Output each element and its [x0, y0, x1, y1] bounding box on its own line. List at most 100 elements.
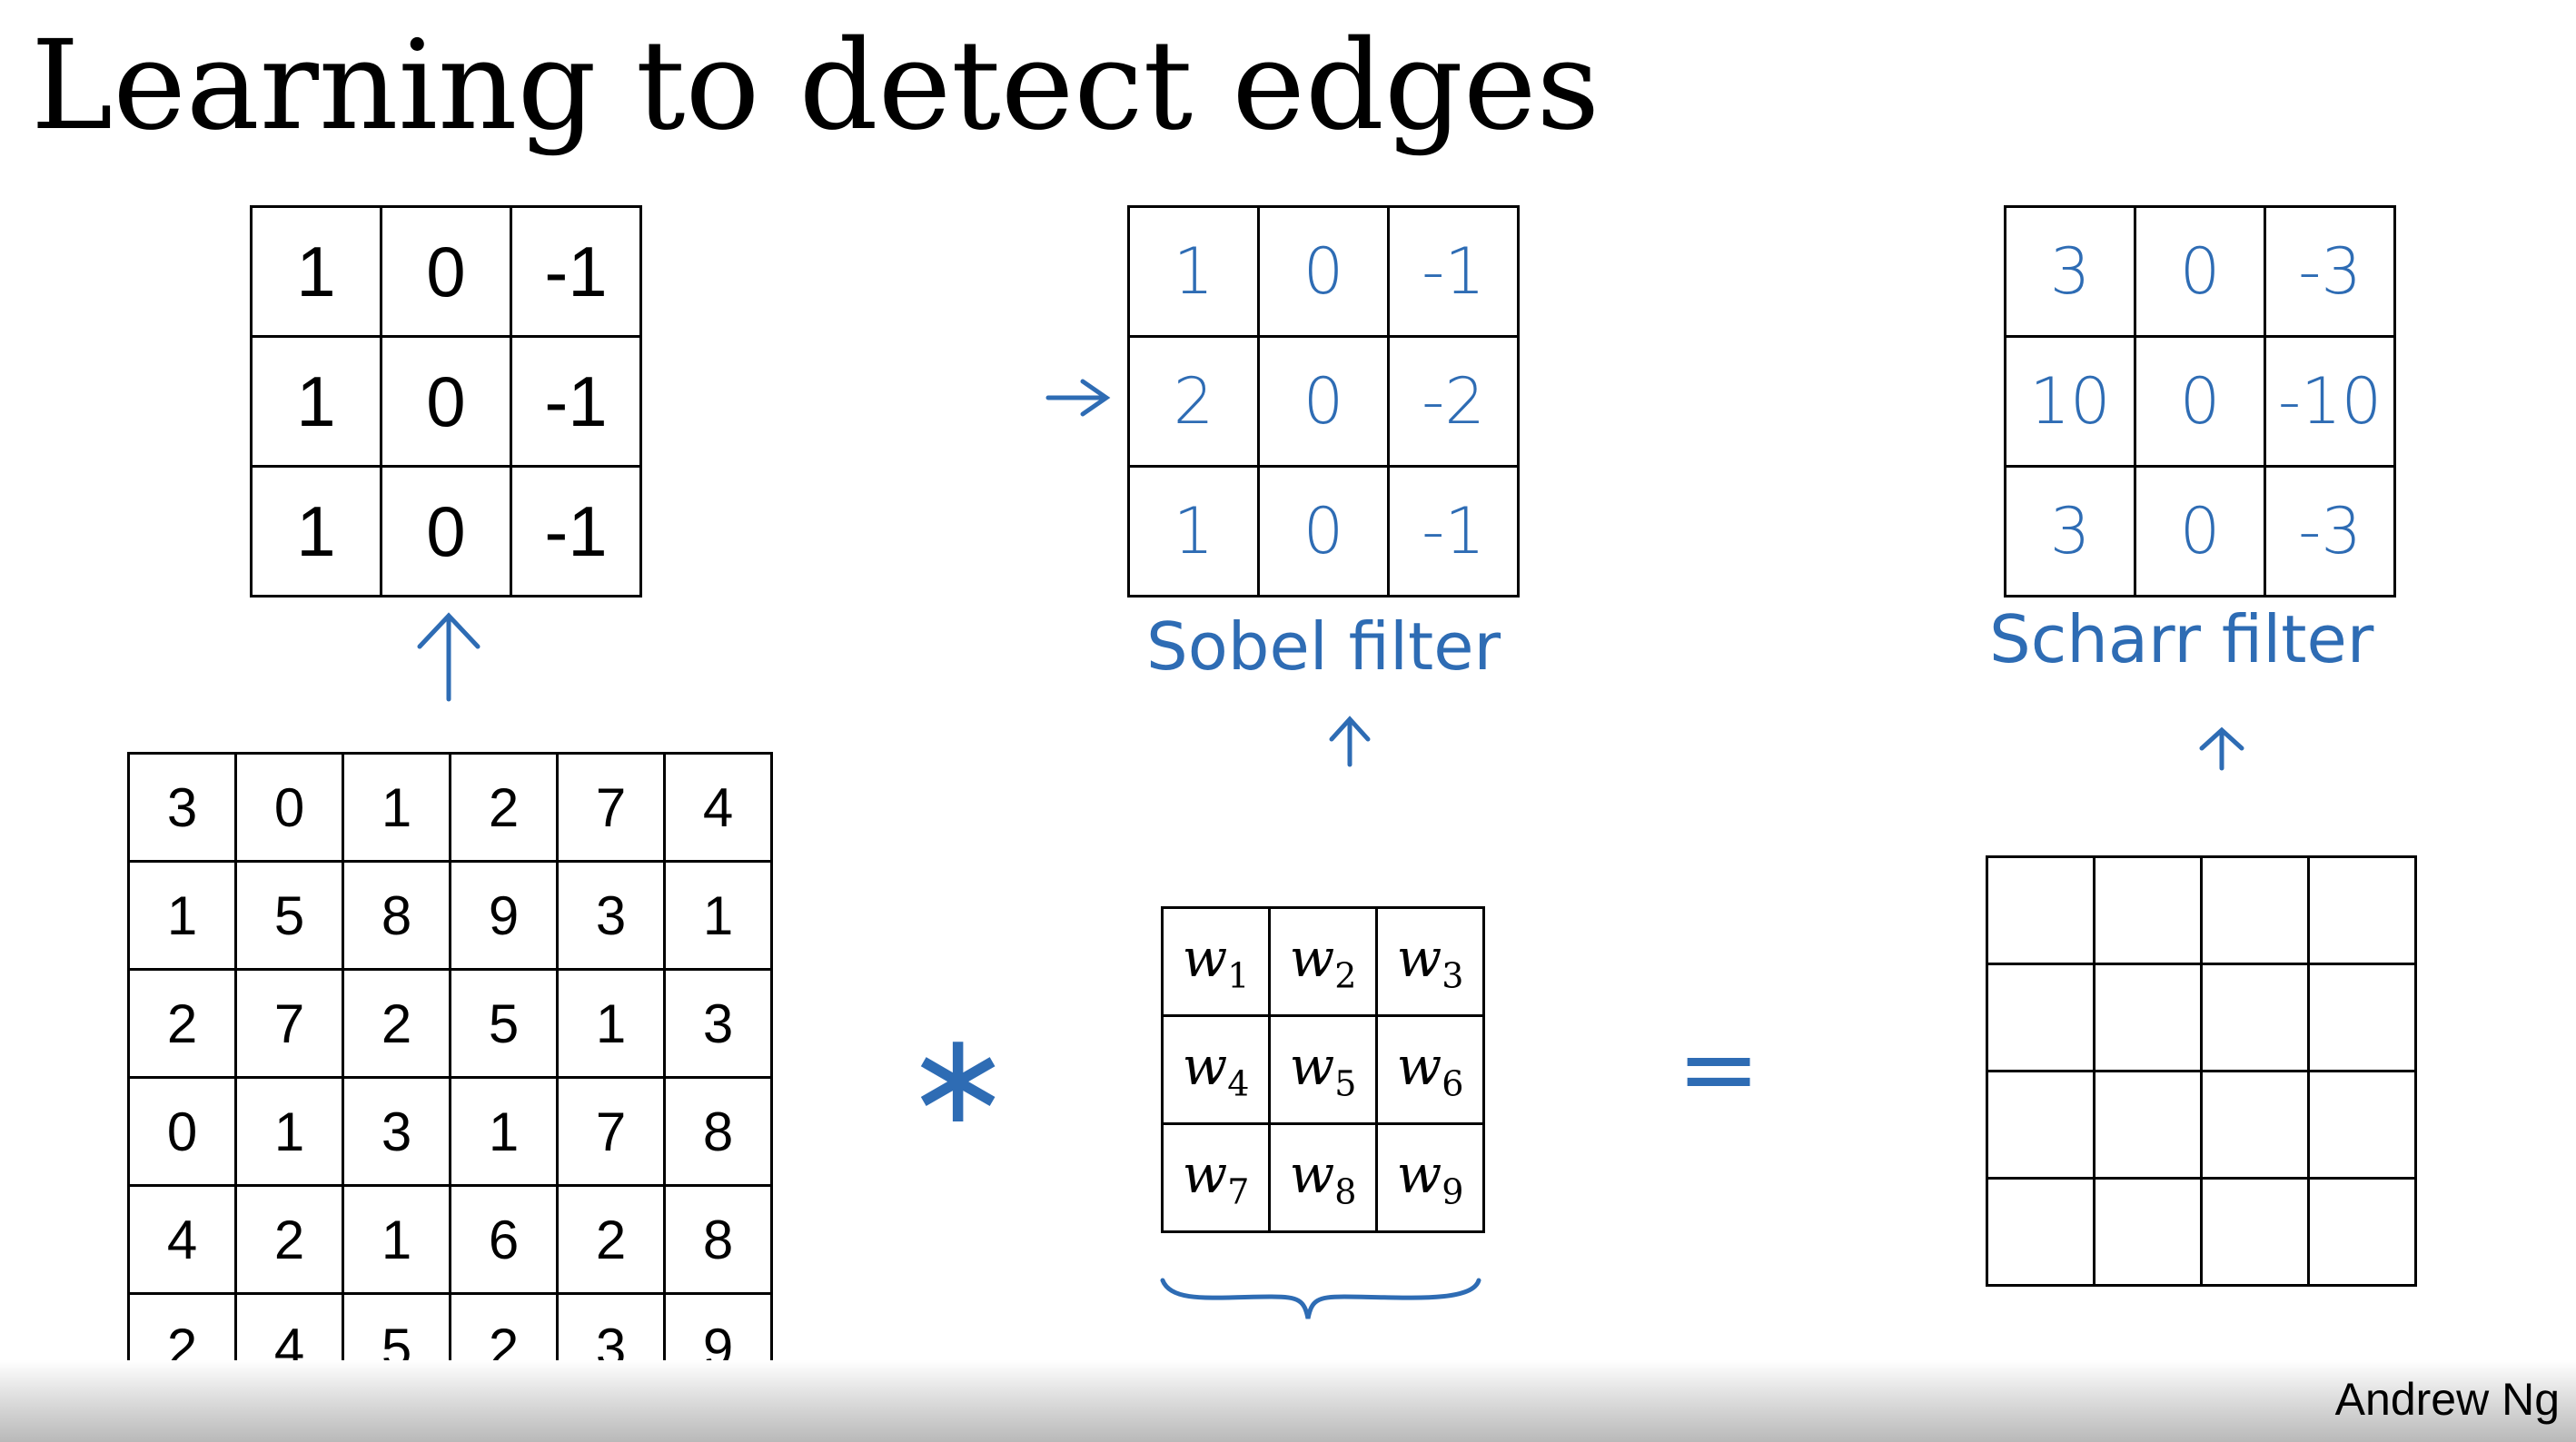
output-cell [2307, 963, 2417, 1072]
pixel-cell: 5 [449, 968, 559, 1079]
pixel-cell: 5 [234, 860, 344, 971]
author-name: Andrew Ng [2334, 1374, 2560, 1425]
output-cell [1986, 855, 2095, 965]
weight-cell: w1 [1161, 906, 1271, 1017]
scharr-cell: 3 [2004, 205, 2136, 338]
output-cell [2093, 963, 2203, 1072]
filter-cell: -1 [510, 465, 642, 598]
filter-cell: 0 [380, 465, 512, 598]
sobel-filter: 1 0 -1 2 0 -2 1 0 -1 [1127, 205, 1520, 598]
pixel-cell: 8 [342, 860, 451, 971]
output-grid [1986, 855, 2417, 1287]
pixel-cell: 2 [342, 968, 451, 1079]
output-cell [2307, 1070, 2417, 1180]
sobel-cell: 0 [1257, 205, 1390, 338]
scharr-cell: 0 [2134, 335, 2266, 468]
pixel-cell: 3 [556, 860, 666, 971]
output-cell [2200, 1070, 2310, 1180]
weight-cell: w5 [1268, 1014, 1378, 1125]
output-cell [1986, 963, 2095, 1072]
right-arrow-icon [1045, 379, 1111, 417]
sobel-cell: 1 [1127, 205, 1260, 338]
scharr-cell: 10 [2004, 335, 2136, 468]
pixel-cell: 0 [234, 752, 344, 863]
output-cell [2307, 1177, 2417, 1287]
sobel-cell: 2 [1127, 335, 1260, 468]
scharr-cell: -3 [2264, 465, 2396, 598]
pixel-cell: 9 [449, 860, 559, 971]
output-cell [2307, 855, 2417, 965]
scharr-cell: -10 [2264, 335, 2396, 468]
output-cell [2200, 1177, 2310, 1287]
output-cell [2093, 1177, 2203, 1287]
slide-title: Learning to detect edges [31, 15, 1600, 158]
pixel-cell: 0 [127, 1076, 237, 1187]
pixel-cell: 2 [234, 1184, 344, 1295]
filter-cell: 0 [380, 335, 512, 468]
pixel-cell: 8 [663, 1076, 773, 1187]
pixel-cell: 1 [342, 1184, 451, 1295]
output-cell [1986, 1177, 2095, 1287]
output-cell [2200, 855, 2310, 965]
up-arrow-icon [2199, 726, 2244, 771]
pixel-cell: 2 [127, 968, 237, 1079]
pixel-cell: 4 [127, 1184, 237, 1295]
sobel-cell: 0 [1257, 465, 1390, 598]
pixel-cell: 7 [556, 1076, 666, 1187]
up-arrow-icon [417, 612, 481, 702]
pixel-cell: 1 [663, 860, 773, 971]
filter-cell: 1 [250, 205, 382, 338]
pixel-cell: 1 [449, 1076, 559, 1187]
output-cell [2093, 855, 2203, 965]
pixel-cell: 2 [449, 752, 559, 863]
brace-icon [1160, 1278, 1481, 1319]
vertical-edge-filter: 1 0 -1 1 0 -1 1 0 -1 [250, 205, 642, 598]
filter-cell: -1 [510, 205, 642, 338]
sobel-cell: 1 [1127, 465, 1260, 598]
pixel-cell: 6 [449, 1184, 559, 1295]
pixel-cell: 7 [234, 968, 344, 1079]
pixel-cell: 3 [127, 752, 237, 863]
up-arrow-icon [1329, 716, 1371, 767]
weight-cell: w6 [1375, 1014, 1485, 1125]
pixel-cell: 1 [127, 860, 237, 971]
sobel-label: Sobel filter [1146, 608, 1501, 685]
output-cell [2200, 963, 2310, 1072]
convolution-operator: ∗ [905, 1004, 1012, 1152]
filter-cell: 1 [250, 335, 382, 468]
footer-bar [0, 1360, 2576, 1442]
scharr-cell: -3 [2264, 205, 2396, 338]
weight-cell: w4 [1161, 1014, 1271, 1125]
filter-cell: 1 [250, 465, 382, 598]
pixel-cell: 1 [234, 1076, 344, 1187]
pixel-cell: 3 [342, 1076, 451, 1187]
scharr-label: Scharr filter [1989, 601, 2374, 677]
pixel-cell: 3 [663, 968, 773, 1079]
sobel-cell: -1 [1387, 205, 1520, 338]
sobel-cell: 0 [1257, 335, 1390, 468]
weight-cell: w9 [1375, 1122, 1485, 1233]
weight-cell: w2 [1268, 906, 1378, 1017]
pixel-cell: 8 [663, 1184, 773, 1295]
scharr-cell: 3 [2004, 465, 2136, 598]
weight-cell: w7 [1161, 1122, 1271, 1233]
output-cell [2093, 1070, 2203, 1180]
pixel-cell: 7 [556, 752, 666, 863]
equals-sign: = [1677, 1011, 1761, 1127]
output-cell [1986, 1070, 2095, 1180]
pixel-cell: 1 [556, 968, 666, 1079]
scharr-cell: 0 [2134, 465, 2266, 598]
weights-filter: w1 w2 w3 w4 w5 w6 w7 w8 w9 [1161, 906, 1485, 1233]
pixel-cell: 4 [663, 752, 773, 863]
sobel-cell: -1 [1387, 465, 1520, 598]
scharr-filter: 3 0 -3 10 0 -10 3 0 -3 [2004, 205, 2396, 598]
pixel-cell: 2 [556, 1184, 666, 1295]
pixel-cell: 1 [342, 752, 451, 863]
filter-cell: -1 [510, 335, 642, 468]
filter-cell: 0 [380, 205, 512, 338]
scharr-cell: 0 [2134, 205, 2266, 338]
sobel-cell: -2 [1387, 335, 1520, 468]
weight-cell: w8 [1268, 1122, 1378, 1233]
